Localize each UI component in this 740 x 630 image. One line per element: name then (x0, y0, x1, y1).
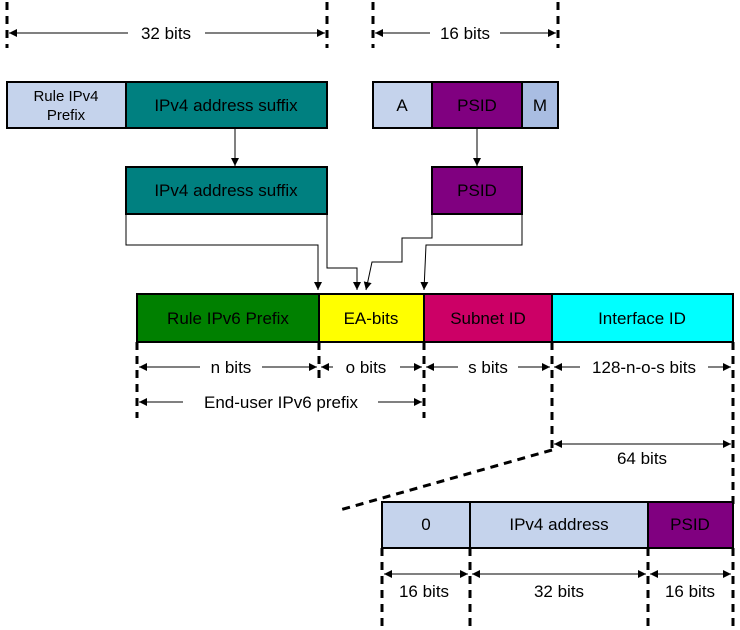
port-m-box (521, 81, 559, 129)
dim-rest-bits: 128-n-o-s bits (554, 358, 731, 377)
iid-zero-box (381, 501, 471, 549)
dim-bot-16b-label: 16 bits (665, 582, 715, 601)
rule-ipv4-prefix-label-2: Prefix (47, 107, 86, 124)
dim-s-bits: s bits (426, 358, 550, 377)
ea-bits-box (318, 293, 425, 343)
subnet-id-box (423, 293, 553, 343)
guide-zoom-diagonal (339, 448, 553, 512)
ea-connectors (125, 214, 523, 291)
dim-bot-32-label: 32 bits (534, 582, 584, 601)
iid-psid-label: PSID (670, 515, 710, 534)
rule-ipv6-prefix-box (136, 293, 320, 343)
ea-bits-label: EA-bits (344, 309, 399, 328)
port-row: A PSID M (372, 81, 559, 129)
rule-ipv4-prefix-label-1: Rule IPv4 (33, 88, 98, 105)
dim-rest-bits-label: 128-n-o-s bits (592, 358, 696, 377)
rule-ipv6-prefix-label: Rule IPv6 Prefix (167, 309, 289, 328)
iid-zero-label: 0 (421, 515, 430, 534)
mid-psid-box (431, 166, 523, 215)
middle-row: IPv4 address suffix PSID (125, 166, 523, 215)
subnet-id-label: Subnet ID (450, 309, 526, 328)
ipv4-address-row: Rule IPv4 Prefix IPv4 address suffix (6, 81, 328, 129)
dim-bot-16a-label: 16 bits (399, 582, 449, 601)
dim-n-bits-label: n bits (211, 358, 252, 377)
port-a-label: A (396, 96, 408, 115)
dim-bottom: 16 bits 32 bits 16 bits (384, 570, 731, 601)
mid-ipv4-suffix-box (125, 166, 328, 215)
dim-end-user-prefix: End-user IPv6 prefix (139, 393, 422, 412)
iid-ipv4-address-box (469, 501, 649, 549)
dim-o-bits-label: o bits (346, 358, 387, 377)
iid-ipv4-address-label: IPv4 address (509, 515, 608, 534)
dim-16bits: 16 bits (375, 24, 556, 43)
dim-32bits-label: 32 bits (141, 24, 191, 43)
dim-n-bits: n bits (139, 358, 317, 377)
port-psid-label: PSID (457, 96, 497, 115)
dim-64bits-label: 64 bits (617, 449, 667, 468)
dim-16bits-label: 16 bits (440, 24, 490, 43)
port-m-label: M (533, 96, 547, 115)
interface-id-box (551, 293, 734, 343)
rule-ipv4-prefix-box (6, 81, 127, 129)
dim-64bits: 64 bits (554, 440, 731, 468)
dim-o-bits: o bits (321, 358, 422, 377)
mid-ipv4-suffix-label: IPv4 address suffix (154, 181, 298, 200)
iid-psid-box (647, 501, 734, 549)
dim-end-user-prefix-label: End-user IPv6 prefix (204, 393, 359, 412)
interface-id-label: Interface ID (598, 309, 686, 328)
interface-id-breakdown-row: 0 IPv4 address PSID (381, 501, 734, 549)
mid-psid-label: PSID (457, 181, 497, 200)
dashed-guides (5, 2, 735, 628)
dim-32bits: 32 bits (9, 22, 325, 44)
dim-s-bits-label: s bits (468, 358, 508, 377)
ipv6-address-row: Rule IPv6 Prefix EA-bits Subnet ID Inter… (136, 293, 734, 343)
ipv4-suffix-box (125, 81, 328, 129)
ipv4-suffix-label: IPv4 address suffix (154, 96, 298, 115)
